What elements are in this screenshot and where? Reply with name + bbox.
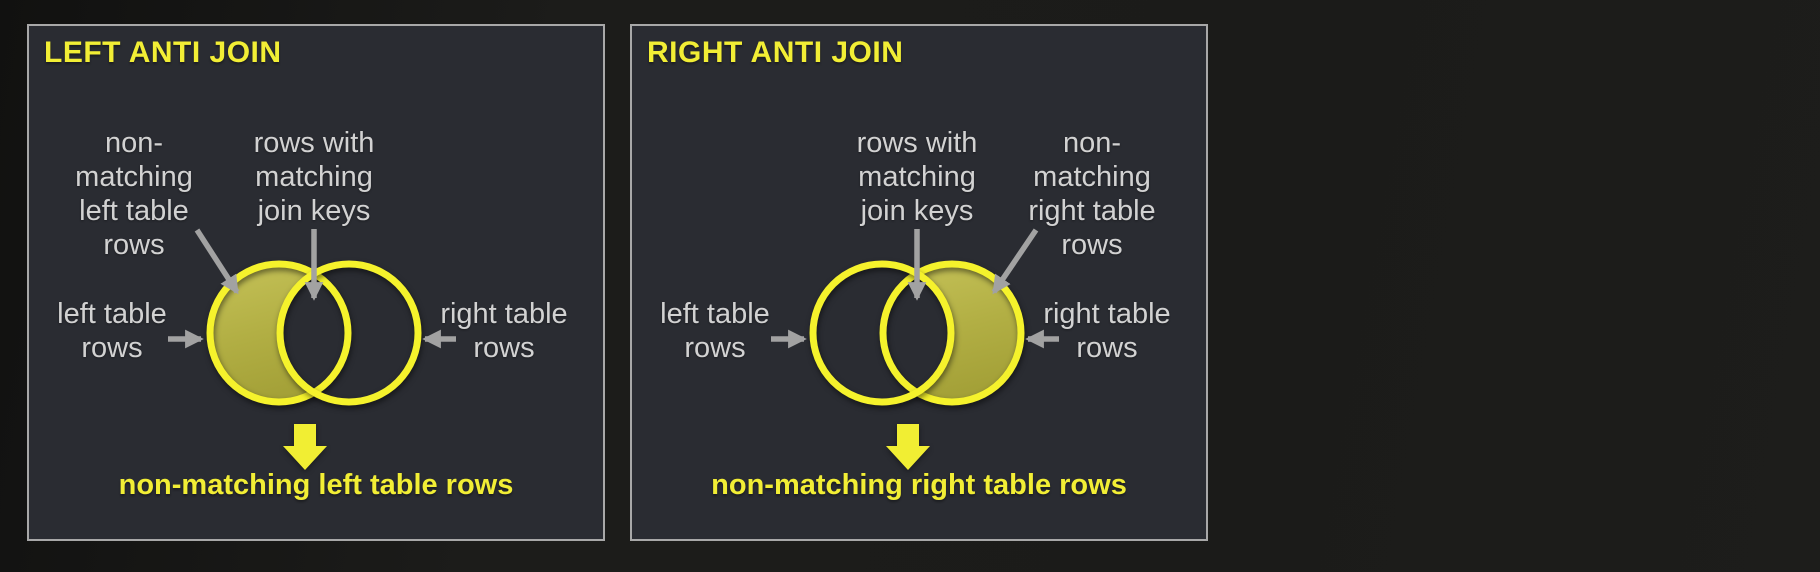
annotation-line: join keys [860, 195, 974, 227]
annotation-line: left table [79, 195, 189, 227]
label-line: right table [1043, 298, 1171, 330]
label-line: left table [660, 298, 770, 330]
result-down-arrow-icon [886, 424, 930, 470]
arrow-to-nonmatching-region-icon [991, 228, 1039, 295]
annotation-line: right table [1028, 195, 1156, 227]
venn-diagram [771, 228, 1059, 470]
annotation-line: rows [1061, 229, 1123, 261]
label-right-table-rows: right table rows [429, 297, 579, 365]
annotation-matching-join-keys: rows with matching join keys [829, 126, 1005, 228]
left-circle [809, 260, 955, 406]
annotation-line: join keys [257, 195, 371, 227]
annotation-line: non- [104, 127, 164, 159]
label-left-table-rows: left table rows [37, 297, 187, 365]
panel-title: LEFT ANTI JOIN [44, 36, 282, 69]
label-line: rows [684, 332, 746, 364]
venn-diagram [168, 228, 456, 470]
annotation-line: matching [75, 161, 193, 193]
label-line: rows [473, 332, 535, 364]
annotation-line: matching [1033, 161, 1151, 193]
annotation-line: matching [255, 161, 373, 193]
panel-title: RIGHT ANTI JOIN [647, 36, 904, 69]
left-anti-join-panel: LEFT ANTI JOIN non- matching left table … [27, 24, 605, 541]
annotation-line: rows with [253, 127, 375, 159]
label-line: right table [440, 298, 568, 330]
right-circle [879, 260, 1025, 406]
label-line: rows [1076, 332, 1138, 364]
annotation-line: non- [1062, 127, 1122, 159]
result-caption: non-matching right table rows [711, 469, 1127, 501]
annotation-nonmatching-rows: non- matching right table rows [1004, 126, 1180, 262]
label-right-table-rows: right table rows [1032, 297, 1182, 365]
annotation-matching-join-keys: rows with matching join keys [226, 126, 402, 228]
result-down-arrow-icon [283, 424, 327, 470]
result-caption: non-matching left table rows [118, 469, 514, 501]
annotation-line: rows with [856, 127, 978, 159]
arrow-to-nonmatching-region-icon [194, 228, 240, 295]
annotation-nonmatching-rows: non- matching left table rows [46, 126, 222, 262]
annotation-line: matching [858, 161, 976, 193]
right-circle [276, 260, 422, 406]
label-line: left table [57, 298, 167, 330]
label-line: rows [81, 332, 143, 364]
right-anti-join-panel: RIGHT ANTI JOIN rows with matching join … [630, 24, 1208, 541]
label-left-table-rows: left table rows [640, 297, 790, 365]
left-circle [206, 260, 352, 406]
annotation-line: rows [103, 229, 165, 261]
